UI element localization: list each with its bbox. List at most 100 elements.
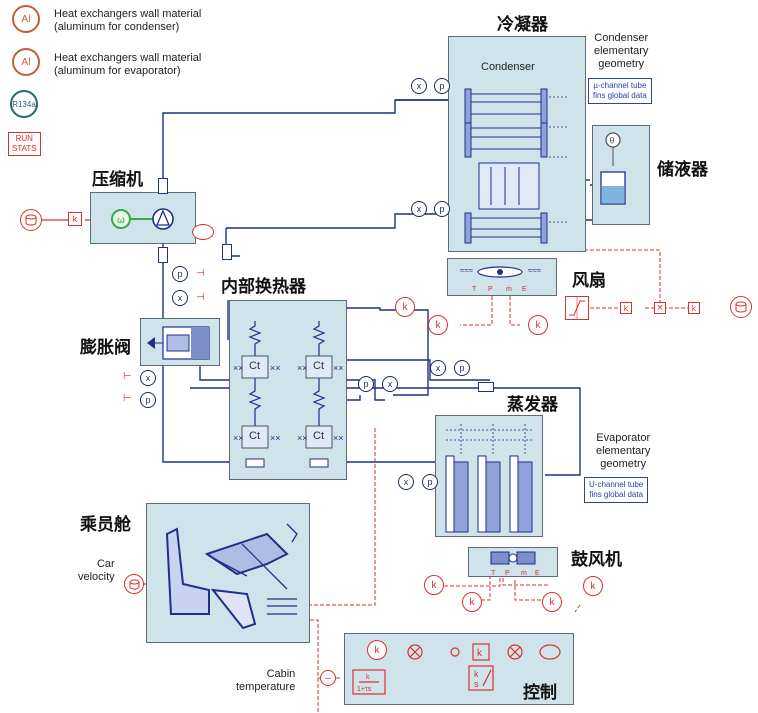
ihx-cell-label: Ct	[249, 360, 260, 372]
cylinder-icon	[129, 579, 139, 589]
evap-inlet-pressure-sensor[interactable]: p	[454, 360, 470, 376]
blower-gain-signal-3[interactable]: k	[542, 592, 562, 612]
signal-lines	[310, 240, 700, 713]
svg-text:××: ××	[333, 433, 344, 443]
svg-text:≈≈≈: ≈≈≈	[528, 266, 542, 275]
compressor-block[interactable]: ω	[90, 192, 196, 244]
sensor-output-marker: ⊣	[196, 268, 205, 279]
control-integrator-num: k	[474, 669, 479, 679]
evaporator-title: 蒸发器	[507, 395, 558, 415]
control-title: 控制	[523, 683, 557, 703]
compressor-suction-port	[158, 247, 168, 263]
cabin-title: 乘员舱	[80, 515, 131, 535]
suction-quality-sensor[interactable]: x	[172, 290, 188, 306]
speed-source-icon[interactable]	[20, 209, 42, 231]
ihx-pressure-sensor[interactable]: p	[358, 376, 374, 392]
cylinder-icon	[735, 301, 747, 313]
fan-speed-gain-block[interactable]: k	[688, 302, 700, 314]
ihx-cell-label: Ct	[313, 430, 324, 442]
fan-product-block[interactable]: ×	[654, 302, 666, 314]
control-diagram: k k s k 1+τs	[352, 643, 561, 695]
compressor-gain-block[interactable]: k	[68, 212, 82, 226]
ihx-quality-sensor[interactable]: x	[382, 376, 398, 392]
sensor-output-marker: ⊢	[123, 371, 132, 382]
evap-outlet-pressure-sensor[interactable]: p	[422, 474, 438, 490]
blower-gain-signal[interactable]: k	[424, 575, 444, 595]
valve-outlet-quality-sensor[interactable]: x	[140, 370, 156, 386]
evaporator-symbol	[445, 424, 533, 533]
evap-inlet-pipe	[478, 382, 494, 392]
blower-gain-signal-2[interactable]: k	[462, 592, 482, 612]
condenser-inlet-pressure-sensor[interactable]: p	[434, 78, 450, 94]
svg-text:××: ××	[233, 433, 244, 443]
control-lag-den: 1+τs	[357, 686, 372, 693]
blower-gain-signal-4[interactable]: k	[583, 576, 603, 596]
blower-title: 鼓风机	[571, 550, 622, 570]
ihx-cell-label: Ct	[249, 430, 260, 442]
internal-hx-block[interactable]: ×××××××× ×××××××× Ct Ct Ct Ct	[229, 300, 347, 480]
suction-pressure-sensor[interactable]: p	[172, 266, 188, 282]
receiver-block[interactable]: θ	[592, 125, 650, 225]
car-velocity-source-icon[interactable]	[124, 574, 144, 594]
wall-condenser-label: Heat exchangers wall material(aluminum f…	[54, 8, 202, 33]
compressor-discharge-port	[158, 178, 168, 194]
svg-text:P: P	[488, 286, 493, 293]
control-setpoint-gain[interactable]: k	[367, 640, 387, 660]
expansion-valve-block[interactable]	[140, 318, 220, 366]
cabin-temperature-sensor[interactable]: –	[320, 670, 336, 686]
compressor-torque-port[interactable]	[192, 224, 214, 240]
svg-text:T: T	[472, 286, 477, 293]
ihx-inlet-port	[222, 244, 232, 260]
svg-text:ṁ: ṁ	[506, 286, 512, 293]
condenser-label: Condenser	[481, 61, 535, 73]
valve-outlet-pressure-sensor[interactable]: p	[140, 392, 156, 408]
aluminum-condenser-wall-icon[interactable]: Al	[12, 5, 40, 33]
svg-text:××: ××	[333, 363, 344, 373]
sensor-output-marker: ⊣	[196, 292, 205, 303]
internal-hx-symbol: ×××××××× ××××××××	[233, 321, 344, 468]
ihx-cell-label: Ct	[313, 360, 324, 372]
receiver-title: 储液器	[657, 160, 708, 180]
evap-outlet-quality-sensor[interactable]: x	[398, 474, 414, 490]
control-block[interactable]: k k s k 1+τs k 控制	[344, 633, 574, 705]
svg-text:T: T	[491, 570, 496, 577]
condenser-inlet-quality-sensor[interactable]: x	[411, 78, 427, 94]
fan-gain-signal-3[interactable]: k	[528, 315, 548, 335]
aluminum-evaporator-wall-icon[interactable]: Al	[12, 48, 40, 76]
control-integrator-den: s	[474, 679, 479, 689]
svg-text:××: ××	[270, 363, 281, 373]
evap-inlet-quality-sensor[interactable]: x	[430, 360, 446, 376]
svg-text:E: E	[535, 570, 540, 577]
evaporator-block[interactable]	[435, 415, 543, 537]
svg-text:θ: θ	[610, 136, 615, 146]
fan-gain-signal-2[interactable]: k	[428, 315, 448, 335]
fan-saturation-block[interactable]	[565, 296, 589, 320]
fan-source-icon[interactable]	[730, 296, 752, 318]
control-lag-num: k	[366, 674, 370, 681]
compressor-symbol: ω	[111, 208, 174, 230]
svg-text:××: ××	[270, 433, 281, 443]
cylinder-icon	[25, 214, 37, 226]
internal-hx-title: 内部换热器	[221, 277, 306, 297]
expansion-valve-symbol	[147, 326, 210, 360]
fan-gain-block[interactable]: k	[620, 302, 632, 314]
condenser-outlet-quality-sensor[interactable]: x	[411, 201, 427, 217]
svg-text:××: ××	[297, 433, 308, 443]
condenser-tubes	[464, 88, 567, 244]
condenser-title: 冷凝器	[497, 15, 548, 35]
refrigerant-r134a-icon[interactable]: R134a	[10, 90, 38, 118]
control-gain-text: k	[477, 648, 483, 659]
condenser-outlet-pressure-sensor[interactable]: p	[434, 201, 450, 217]
condenser-block[interactable]: Condenser	[448, 36, 586, 252]
svg-text:E: E	[522, 286, 527, 293]
fan-gain-signal[interactable]: k	[395, 297, 415, 317]
cabin-block[interactable]	[146, 503, 310, 643]
